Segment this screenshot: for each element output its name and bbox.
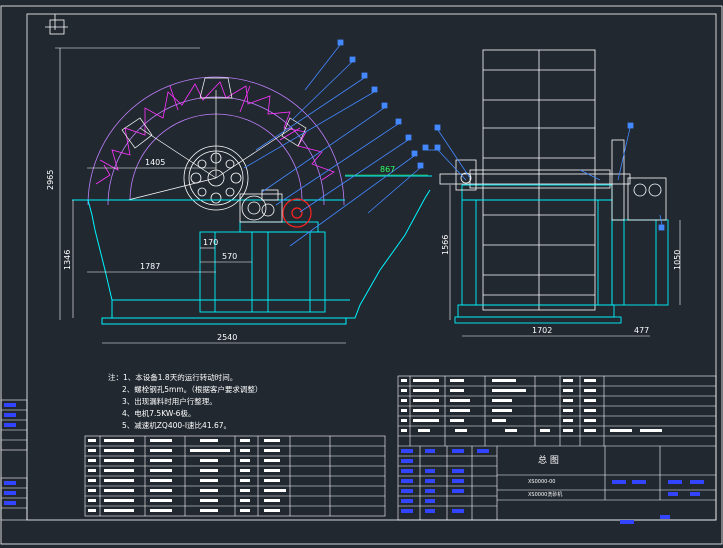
dim-1566: 1566 bbox=[441, 235, 450, 255]
dim-2965: 2965 bbox=[46, 170, 55, 190]
dimensions-side bbox=[449, 185, 681, 337]
dim-1050: 1050 bbox=[673, 250, 682, 270]
left-edge-tables bbox=[0, 399, 28, 521]
title-block-row-text bbox=[401, 379, 662, 432]
technical-notes: 注：1、本设备1.8天的运行转动时间。 2、螺栓钢孔5mm。（根据客户要求调整）… bbox=[108, 372, 262, 430]
dimensions-front bbox=[55, 47, 346, 344]
parts-list-left-placeholder-text bbox=[88, 439, 286, 512]
title-block bbox=[397, 375, 717, 521]
side-shaft bbox=[439, 169, 631, 189]
left-edge-labels bbox=[4, 403, 16, 505]
support-stand bbox=[199, 221, 326, 313]
dim-1702: 1702 bbox=[532, 326, 552, 335]
dim-2540: 2540 bbox=[217, 333, 237, 342]
drawing-code: XS0000-00 bbox=[528, 479, 556, 485]
side-wheel bbox=[482, 49, 596, 311]
part-leaders-side bbox=[422, 122, 665, 231]
parts-list-left bbox=[84, 435, 386, 517]
title-block-blue-labels bbox=[401, 449, 704, 524]
wheel-spokes bbox=[121, 77, 307, 201]
note-4: 4、电机7.5KW-6极。 bbox=[122, 408, 195, 418]
drive-assembly bbox=[239, 189, 283, 223]
note-2: 2、螺栓钢孔5mm。（根据客户要求调整） bbox=[122, 384, 262, 394]
dim-170: 170 bbox=[203, 238, 218, 247]
side-drive bbox=[455, 139, 667, 221]
drawing-frame bbox=[0, 5, 723, 545]
note-1: 注：1、本设备1.8天的运行转动时间。 bbox=[108, 372, 237, 382]
side-tank bbox=[454, 184, 669, 324]
drawing-name: XS0000洗砂机 bbox=[528, 491, 562, 498]
dim-1346: 1346 bbox=[63, 250, 72, 270]
dim-867: 867 bbox=[380, 165, 395, 174]
note-5: 5、减速机ZQ400-I速比41.67。 bbox=[122, 420, 231, 430]
dim-1787: 1787 bbox=[140, 262, 160, 271]
dim-477: 477 bbox=[634, 326, 649, 335]
dim-1405: 1405 bbox=[145, 158, 165, 167]
dim-570: 570 bbox=[222, 252, 237, 261]
drawing-title: 总 图 bbox=[538, 454, 559, 466]
note-3: 3、出现漏料时用户行整理。 bbox=[122, 396, 217, 406]
part-leaders-front bbox=[243, 39, 424, 247]
motor bbox=[282, 198, 312, 228]
wheel-hub bbox=[183, 145, 249, 211]
